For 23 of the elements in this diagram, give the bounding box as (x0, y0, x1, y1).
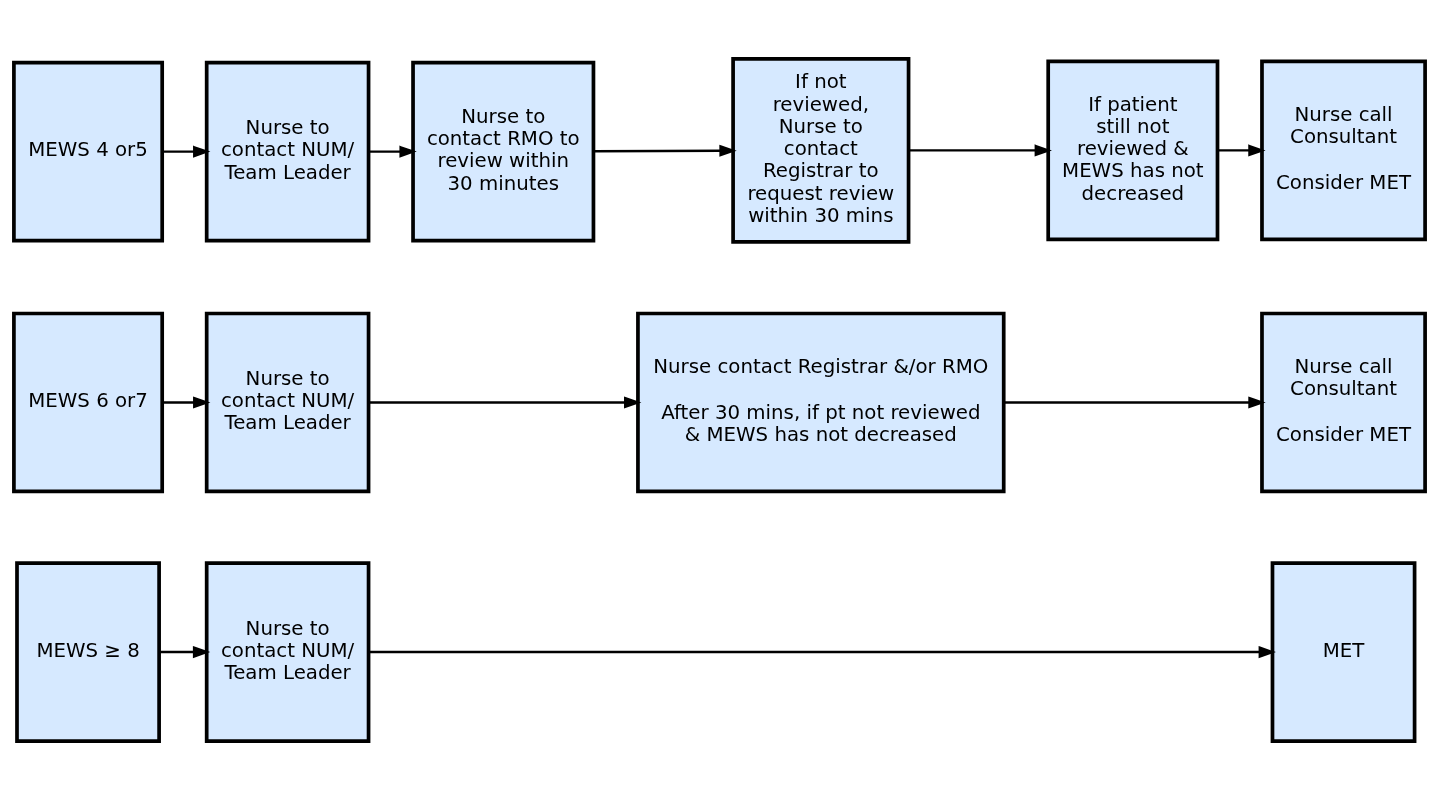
node-box: Nurse to contact NUM/ Team Leader (204, 311, 371, 494)
node-box: Nurse contact Registrar &/or RMO After 30 mins, if pt not reviewed & MEWS has not decreased (636, 311, 1006, 494)
node-box: MEWS ≥ 8 (15, 561, 161, 743)
node-box: MEWS 4 or5 (12, 60, 165, 243)
arrow (159, 646, 211, 659)
arrow (368, 646, 1276, 659)
arrow (593, 144, 737, 157)
node-box: MEWS 6 or7 (12, 311, 165, 494)
node-box: Nurse to contact NUM/ Team Leader (204, 60, 371, 243)
arrow (1217, 144, 1266, 157)
node-box: Nurse call Consultant Consider MET (1260, 311, 1427, 494)
arrow (1004, 396, 1266, 409)
arrow (162, 145, 211, 158)
node-box: Nurse call Consultant Consider MET (1260, 59, 1427, 242)
node-box: Nurse to contact NUM/ Team Leader (204, 561, 371, 743)
node-box: MET (1270, 561, 1417, 743)
node-box: Nurse to contact RMO to review within 30 minutes (411, 60, 596, 243)
node-box: If not reviewed, Nurse to contact Registrar to request review within 30 mins (731, 57, 911, 244)
arrow (368, 396, 642, 409)
arrow (368, 145, 417, 158)
arrow (908, 144, 1052, 157)
node-box: If patient still not reviewed & MEWS has not decreased (1046, 59, 1220, 242)
arrow (162, 396, 211, 409)
